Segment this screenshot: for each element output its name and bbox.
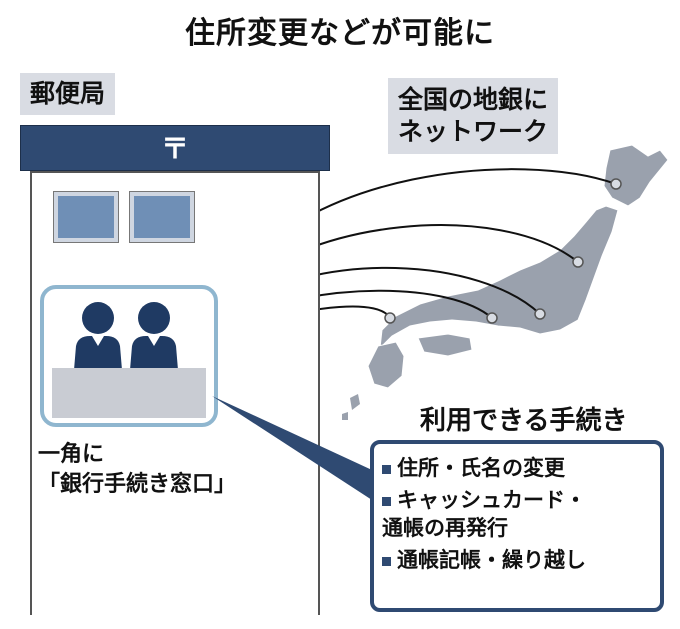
procedures-box: 住所・氏名の変更 キャッシュカード・ 通帳の再発行 通帳記帳・繰り越し xyxy=(370,440,664,612)
shikoku-shape xyxy=(417,333,473,357)
procedure-text: キャッシュカード・ xyxy=(397,488,586,512)
bullet-icon xyxy=(382,464,391,474)
post-office-roof: 〒 xyxy=(20,125,330,171)
counter-desk xyxy=(52,368,206,418)
procedure-text: 通帳記帳・繰り越し xyxy=(397,548,586,572)
post-mark-icon: 〒 xyxy=(161,132,190,165)
procedure-item: キャッシュカード・ 通帳の再発行 xyxy=(382,486,652,542)
procedure-text-cont: 通帳の再発行 xyxy=(382,516,508,540)
island-shape xyxy=(342,412,348,420)
callout-pointer xyxy=(212,396,372,500)
bullet-icon xyxy=(382,556,391,566)
bank-node xyxy=(610,178,622,190)
procedure-item: 住所・氏名の変更 xyxy=(382,454,652,482)
post-office-label: 郵便局 xyxy=(20,73,116,115)
bank-node xyxy=(486,312,498,324)
network-label-line2: ネットワーク xyxy=(398,117,549,146)
clerk-icon xyxy=(74,302,122,370)
network-label-line1: 全国の地銀に xyxy=(398,85,549,114)
counter-note-line2: 「銀行手続き窓口」 xyxy=(38,472,237,497)
kyushu-shape xyxy=(367,341,405,389)
clerk-icon xyxy=(130,302,178,370)
network-label: 全国の地銀に ネットワーク xyxy=(388,78,559,154)
bank-node xyxy=(572,256,584,268)
diagram-title: 住所変更などが可能に xyxy=(185,16,495,51)
counter-note-line1: 一角に xyxy=(38,442,105,467)
island-shape xyxy=(350,394,360,410)
procedure-text: 住所・氏名の変更 xyxy=(397,456,565,480)
window xyxy=(53,191,119,243)
bank-node xyxy=(534,308,546,320)
bank-node xyxy=(384,312,396,324)
bullet-icon xyxy=(382,496,391,506)
hokkaido-shape xyxy=(603,144,669,207)
counter-note: 一角に 「銀行手続き窓口」 xyxy=(38,440,236,500)
procedure-item: 通帳記帳・繰り越し xyxy=(382,546,652,574)
honshu-shape xyxy=(379,205,619,350)
window xyxy=(129,191,195,243)
procedures-heading: 利用できる手続き xyxy=(420,406,628,436)
